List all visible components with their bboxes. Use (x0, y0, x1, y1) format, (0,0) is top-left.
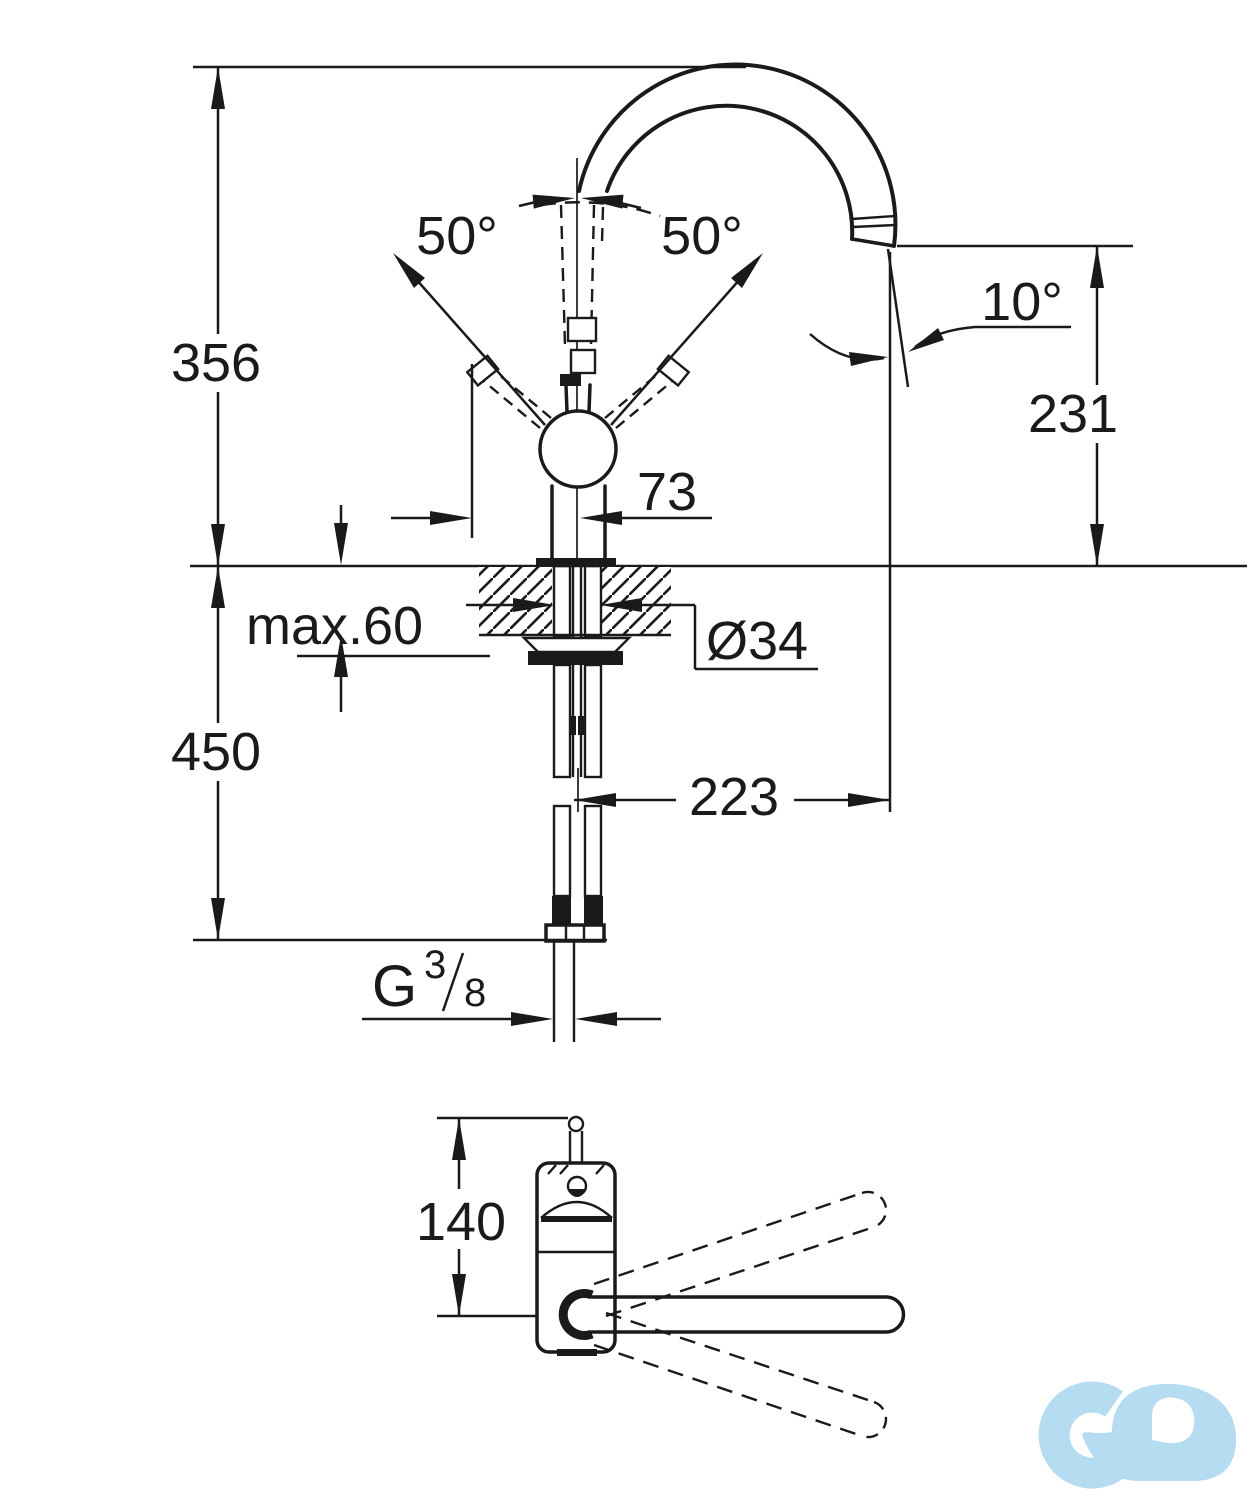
aerator-band (851, 214, 896, 221)
spout-arc (577, 62, 898, 248)
dim-231: 231 (897, 244, 1133, 566)
logo-right-loop (1082, 1383, 1237, 1482)
max-counter-thickness-label: max.60 (246, 596, 423, 656)
dim-73: 73 (391, 364, 712, 538)
supply-pipe-top (567, 1115, 585, 1133)
swing-left-label: 50° (416, 206, 498, 266)
top-view-body (535, 1115, 617, 1356)
side-view: 50° 50° 356 (171, 62, 1247, 1042)
spout-joint (558, 1289, 594, 1340)
hose-drop-label: 450 (171, 722, 261, 782)
handle-lever (538, 158, 618, 489)
swivel-position-upper (861, 1190, 888, 1229)
watermark-logo (1038, 1381, 1237, 1489)
dim-223: 223 (574, 767, 890, 827)
base-length-label: 140 (416, 1192, 506, 1252)
top-view: 140 (416, 1115, 906, 1439)
dim-10-tilt: 10° (809, 248, 1071, 812)
mounting-shank (521, 564, 632, 665)
dim-o34: Ø34 (466, 598, 818, 671)
dim-356: 356 (171, 65, 746, 566)
thread-numerator-label: 3 (424, 943, 446, 987)
thread-denominator-label: 8 (464, 971, 486, 1015)
handle-ball-joint (538, 409, 618, 489)
thread-letter-label: G (372, 954, 417, 1019)
base-bottom (557, 1349, 597, 1356)
base-flange (536, 558, 616, 566)
swing-right-label: 50° (661, 206, 743, 266)
dim-50-left: 50° (393, 206, 546, 426)
hose-nut (544, 923, 606, 943)
arrowhead (731, 253, 763, 288)
hose-end-right (584, 896, 603, 925)
faucet-body (536, 484, 616, 566)
dim-g38: G 3 8 (362, 943, 661, 1026)
swivel-position-lower (861, 1400, 888, 1439)
aerator-band (852, 223, 896, 229)
dim-lever-top (518, 194, 642, 210)
mounting-cone (521, 636, 632, 654)
flexible-hoses (544, 663, 606, 1042)
dim-max60: max.60 (246, 505, 490, 712)
dim-140: 140 (416, 1116, 568, 1318)
spout-reach-label: 223 (689, 767, 779, 827)
outlet-height-label: 231 (1028, 384, 1118, 444)
handle-tip-right (656, 354, 691, 388)
hose-end-left (552, 896, 571, 925)
aerator-face (850, 237, 896, 248)
top-view-spout (558, 1190, 906, 1439)
handle-swing-positions (465, 200, 691, 429)
hole-diameter-label: Ø34 (706, 611, 808, 671)
dim-50-right: 50° (610, 206, 763, 426)
mounting-nut (528, 651, 623, 665)
handle-clearance-label: 73 (637, 462, 697, 522)
spout-tilt-label: 10° (981, 272, 1063, 332)
arrowhead (393, 253, 425, 288)
dim-450: 450 (171, 566, 607, 942)
total-height-label: 356 (171, 333, 261, 393)
